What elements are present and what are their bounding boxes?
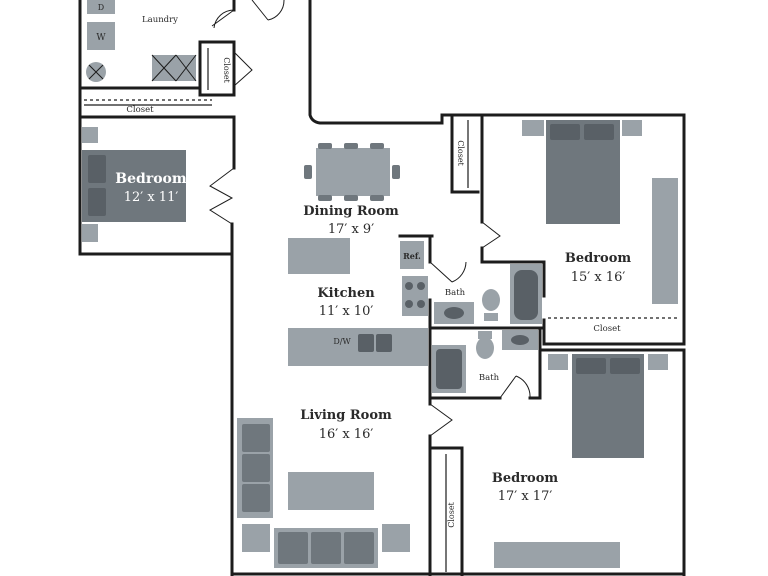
closet-bed1-label: Closet (126, 105, 154, 115)
closet-bed3-label: Closet (447, 501, 456, 527)
bath-2: Bath (432, 330, 538, 393)
bath-1: Bath (434, 264, 542, 324)
bedroom-1: Closet Bedroom 12′ x 11′ (82, 99, 212, 242)
kitchen: Ref. Kitchen 11′ x 10′ D/W (288, 238, 428, 366)
side-table (242, 524, 270, 552)
toilet (476, 337, 494, 359)
sink-basin (376, 334, 392, 352)
dishwasher-label: D/W (333, 337, 351, 346)
bedroom-3: Closet Bedroom 17′ x 17′ (445, 354, 668, 572)
chair (344, 195, 358, 201)
closet-dining-label: Closet (456, 140, 465, 166)
closet-laundry-label: Closet (222, 57, 231, 83)
hvac-mark-1 (151, 54, 177, 82)
sofa-cushion (242, 484, 270, 512)
chair (304, 165, 312, 179)
bathtub-basin (514, 270, 538, 320)
fridge-label: Ref. (403, 251, 421, 261)
sofa-cushion (278, 532, 308, 564)
kitchen-label: Kitchen (317, 286, 375, 301)
nightstand-3b (648, 354, 668, 370)
chair (392, 165, 400, 179)
refrigerator (400, 241, 424, 269)
nightstand-2b (622, 120, 642, 136)
sofa-cushion (311, 532, 341, 564)
sofa-cushion (242, 454, 270, 482)
hvac-mark-2 (175, 54, 197, 82)
washer (87, 22, 115, 50)
nightstand-1a (82, 127, 98, 143)
doors (209, 0, 531, 437)
chair (318, 143, 332, 149)
pillow-3a (576, 358, 606, 374)
toilet-tank (484, 313, 498, 321)
washer-label: W (96, 33, 106, 43)
burner (417, 282, 425, 290)
bedroom-2: Bedroom 15′ x 16′ Closet (522, 120, 680, 334)
vanity-sink (511, 335, 529, 345)
bedroom1-dims: 12′ x 11′ (124, 190, 179, 205)
living-dims: 16′ x 16′ (319, 427, 374, 442)
kitchen-island (288, 238, 350, 274)
burner (405, 282, 413, 290)
walls (78, 0, 686, 576)
nightstand-3a (548, 354, 568, 370)
dining-table (316, 148, 390, 196)
chair (344, 143, 358, 149)
living-room: Living Room 16′ x 16′ (237, 408, 410, 568)
bedroom3-dims: 17′ x 17′ (498, 489, 553, 504)
dresser-2 (652, 178, 678, 304)
dining-dims: 17′ x 9′ (328, 222, 374, 237)
dryer (87, 0, 115, 14)
bedroom1-label: Bedroom (115, 171, 187, 187)
sofa-cushion (242, 424, 270, 452)
dining-room: Dining Room 17′ x 9′ Closet (303, 120, 469, 237)
side-table (382, 524, 410, 552)
sink-basin (358, 334, 374, 352)
closet-bed2-label: Closet (593, 324, 621, 334)
chair (370, 195, 384, 201)
coffee-table (288, 472, 374, 510)
bedroom3-label: Bedroom (492, 471, 559, 486)
toilet-tank (478, 331, 492, 339)
bath2-label: Bath (479, 373, 500, 383)
pillow-2b (584, 124, 614, 140)
dryer-label: D (98, 3, 104, 12)
living-label: Living Room (300, 408, 392, 423)
water-heater-mark (88, 64, 104, 80)
chair (370, 143, 384, 149)
dresser-3 (494, 542, 620, 568)
dining-label: Dining Room (303, 204, 399, 219)
burner (417, 300, 425, 308)
pillow-1b (88, 188, 106, 216)
stove (402, 276, 428, 316)
laundry-room: D W Laundry Closet (86, 0, 231, 90)
toilet (482, 289, 500, 311)
shower-basin (436, 349, 462, 389)
burner (405, 300, 413, 308)
pillow-1a (88, 155, 106, 183)
nightstand-2a (522, 120, 544, 136)
laundry-label: Laundry (142, 15, 178, 25)
chair (318, 195, 332, 201)
bath1-label: Bath (445, 288, 466, 298)
bedroom2-label: Bedroom (565, 251, 632, 266)
nightstand-1b (82, 224, 98, 242)
pillow-3b (610, 358, 640, 374)
sofa-cushion (344, 532, 374, 564)
bedroom2-dims: 15′ x 16′ (571, 270, 626, 285)
pillow-2a (550, 124, 580, 140)
kitchen-dims: 11′ x 10′ (319, 304, 374, 319)
vanity-sink (444, 307, 464, 319)
